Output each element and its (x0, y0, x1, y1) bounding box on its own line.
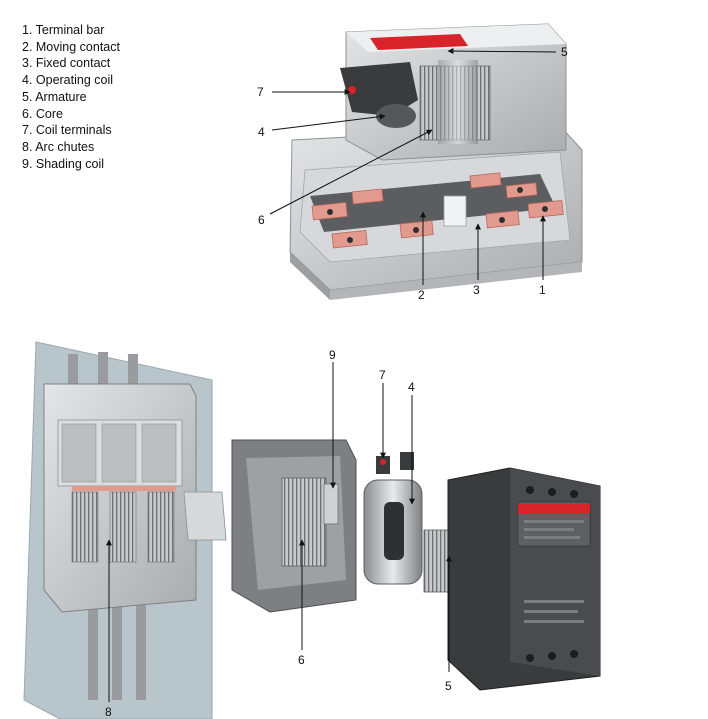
callout-4-top: 4 (258, 125, 265, 139)
legend-item: 4. Operating coil (22, 73, 114, 88)
top-cutaway-illustration (289, 23, 583, 300)
legend-item: 2. Moving contact (22, 39, 120, 54)
legend-list: 1. Terminal bar 2. Moving contact 3. Fix… (22, 22, 120, 172)
legend-item: 7. Coil terminals (22, 123, 112, 138)
legend-item: 5. Armature (22, 89, 87, 104)
callout-7-top: 7 (257, 85, 264, 99)
callout-6-bottom: 6 (298, 653, 305, 667)
legend-item: 9. Shading coil (22, 156, 105, 171)
callout-7-bottom: 7 (379, 368, 386, 382)
bottom-exploded-illustration (23, 341, 601, 719)
bottom-callouts: 9 7 4 6 5 8 (105, 348, 452, 719)
callout-9-bottom: 9 (329, 348, 336, 362)
callout-5-bottom: 5 (445, 679, 452, 693)
callout-3-top: 3 (473, 283, 480, 297)
top-callouts: 5 7 4 6 2 3 1 (257, 45, 568, 302)
callout-arrow (271, 113, 386, 131)
legend-item: 1. Terminal bar (22, 23, 105, 37)
callout-arrow (269, 129, 433, 215)
callout-2-top: 2 (418, 288, 425, 302)
callout-arrow (447, 48, 557, 55)
callout-4-bottom: 4 (408, 380, 415, 394)
callout-8-bottom: 8 (105, 705, 112, 719)
callout-6-top: 6 (258, 213, 265, 227)
legend-item: 6. Core (22, 106, 63, 121)
legend-item: 3. Fixed contact (22, 56, 111, 71)
legend-item: 8. Arc chutes (22, 139, 95, 154)
callout-1-top: 1 (539, 283, 546, 297)
callout-5-top: 5 (561, 45, 568, 59)
